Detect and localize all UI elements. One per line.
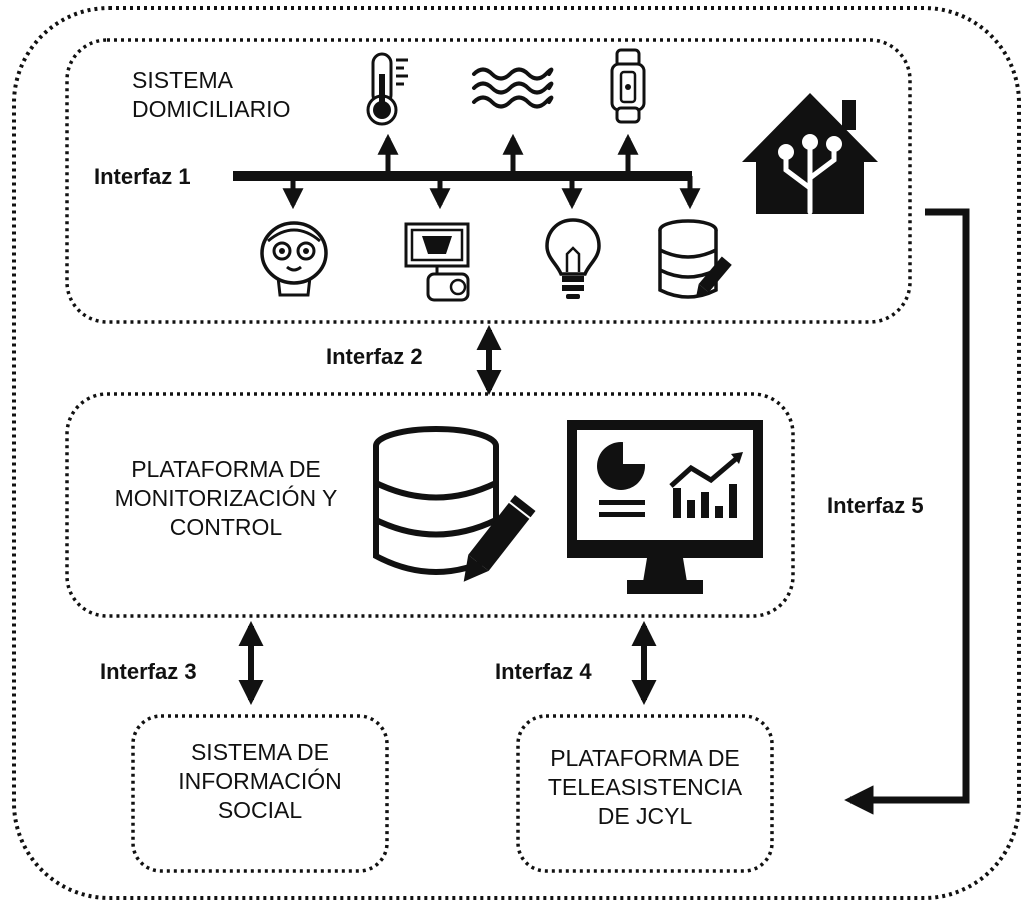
monitoring-platform-title-line-3: CONTROL bbox=[169, 514, 283, 540]
social-info-system-title-line-3: SOCIAL bbox=[217, 797, 303, 823]
database-edit-icon bbox=[373, 426, 536, 582]
outer-system-boundary bbox=[12, 6, 1021, 900]
interfaz-5-label: Interfaz 5 bbox=[827, 493, 924, 518]
home-system-title-line-1: SISTEMA bbox=[132, 67, 233, 93]
light-bulb-icon bbox=[545, 218, 601, 299]
interfaz-3-label: Interfaz 3 bbox=[100, 659, 197, 684]
thermometer-icon bbox=[366, 52, 408, 126]
monitoring-platform-title-line-1: PLATAFORMA DE bbox=[131, 456, 321, 482]
telecare-platform-title: PLATAFORMA DE TELEASISTENCIA DE JCYL bbox=[518, 744, 772, 831]
home-system-title: SISTEMA DOMICILIARIO bbox=[132, 66, 290, 124]
database-edit-icon-small bbox=[658, 219, 732, 299]
smart-home-icon bbox=[742, 93, 878, 215]
social-info-system-title-line-2: INFORMACIÓN bbox=[178, 768, 342, 794]
social-info-system-box bbox=[131, 714, 389, 873]
home-system-title-line-2: DOMICILIARIO bbox=[132, 96, 291, 122]
motion-floodlight-icon bbox=[404, 222, 470, 302]
interfaz-5-connector bbox=[844, 208, 970, 815]
interfaz-1-label: Interfaz 1 bbox=[94, 164, 191, 189]
social-info-system-title: SISTEMA DE INFORMACIÓN SOCIAL bbox=[133, 738, 387, 825]
telecare-platform-title-line-2: TELEASISTENCIA bbox=[547, 774, 743, 800]
telecare-platform-box bbox=[516, 714, 774, 873]
interfaz-1-bus bbox=[233, 133, 701, 210]
social-info-system-title-line-1: SISTEMA DE bbox=[190, 739, 330, 765]
water-waves-icon bbox=[472, 67, 554, 109]
interfaz-2-label: Interfaz 2 bbox=[326, 344, 423, 369]
telecare-platform-title-line-1: PLATAFORMA DE bbox=[550, 745, 740, 771]
monitor-dashboard-icon bbox=[567, 420, 763, 594]
wearable-band-icon bbox=[610, 48, 646, 124]
monitoring-platform-title-line-2: MONITORIZACIÓN Y bbox=[114, 485, 338, 511]
robot-icon bbox=[260, 221, 328, 297]
interfaz-4-label: Interfaz 4 bbox=[495, 659, 592, 684]
home-system-box bbox=[65, 38, 912, 324]
telecare-platform-title-line-3: DE JCYL bbox=[597, 803, 693, 829]
monitoring-platform-title: PLATAFORMA DE MONITORIZACIÓN Y CONTROL bbox=[94, 455, 358, 542]
monitoring-platform-box bbox=[65, 392, 795, 618]
